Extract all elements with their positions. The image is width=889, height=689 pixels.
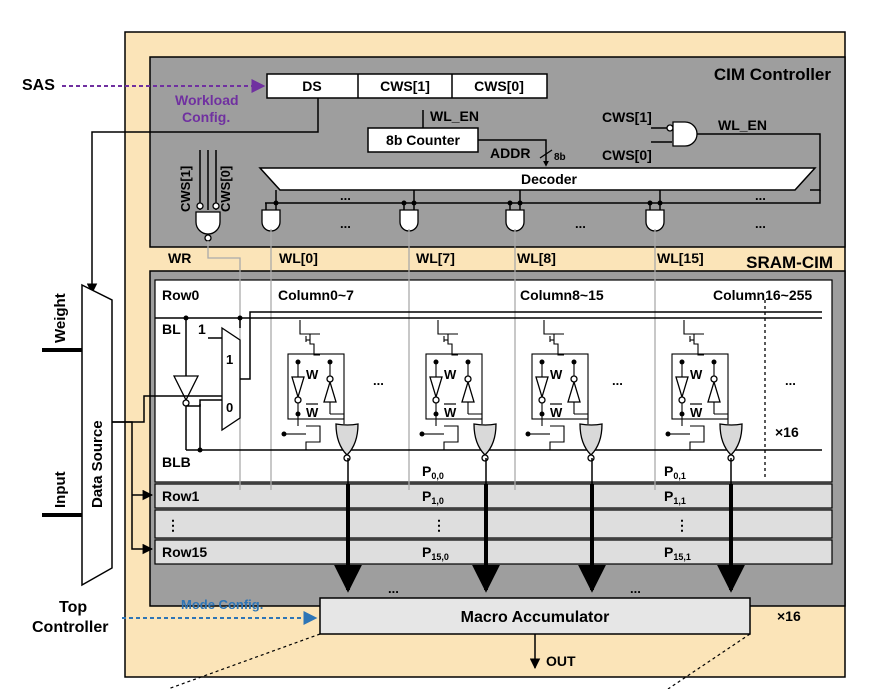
cim-controller-title: CIM Controller <box>714 65 831 84</box>
decoder-label: Decoder <box>521 171 578 187</box>
workload-config-label-2: Config. <box>182 109 230 125</box>
wl-en-and-gate <box>672 121 698 147</box>
data-source-label: Data Source <box>89 420 106 508</box>
cell-ellipsis-2: ... <box>612 373 623 388</box>
wl-ellipsis-3: ... <box>755 216 766 231</box>
wl-en-counter-label: WL_EN <box>430 108 479 124</box>
column-group-b: Column8~15 <box>520 287 604 303</box>
cell-ellipsis-1: ... <box>373 373 384 388</box>
input-label: Input <box>52 471 69 508</box>
cws1-field: CWS[1] <box>380 78 430 94</box>
wl-and-gates <box>261 190 665 232</box>
wr-label: WR <box>168 250 191 266</box>
svg-text:P15,0: P15,0 <box>422 544 449 562</box>
x16-cells: ×16 <box>775 424 799 440</box>
wl-en-gate-output-label: WL_EN <box>718 117 767 133</box>
svg-text:P15,1: P15,1 <box>664 544 691 562</box>
wl-ellipsis-2: ... <box>575 216 586 231</box>
and-cws0-label: CWS[0] <box>602 147 652 163</box>
wl7-label: WL[7] <box>416 250 455 266</box>
config-register <box>266 73 548 99</box>
macro-accumulator-label: Macro Accumulator <box>461 609 610 626</box>
top-controller-label-1: Top <box>59 599 87 616</box>
row-ellipsis <box>154 509 833 539</box>
column-group-c: Column16~255 <box>713 287 812 303</box>
ds-control-wire <box>86 98 319 295</box>
row-vdots-3: ⋮ <box>675 517 689 533</box>
sas-label: SAS <box>22 77 55 94</box>
addr-bits-label: 8b <box>554 152 566 163</box>
svg-text:P1,0: P1,0 <box>422 488 444 506</box>
svg-text:P1,1: P1,1 <box>664 488 686 506</box>
p-labels: P0,0 P0,1 P1,0 P1,1 P15,0 P15,1 <box>422 463 691 562</box>
wr-gate-cws0: CWS[0] <box>218 166 233 212</box>
wr-gate-cws1: CWS[1] <box>178 166 193 212</box>
decoder-ellipsis-2: ... <box>755 188 766 203</box>
decoder-ellipsis-1: ... <box>340 188 351 203</box>
data-source-mux <box>81 283 113 587</box>
blb-label: BLB <box>162 454 191 470</box>
top-controller-label-2: Controller <box>32 619 108 636</box>
ds-field: DS <box>302 78 321 94</box>
mux-in0: 0 <box>226 400 233 415</box>
acc-ellipsis-2: ... <box>630 581 641 596</box>
partial-sum-wires <box>334 458 745 593</box>
wl15-label: WL[15] <box>657 250 704 266</box>
column-group-a: Column0~7 <box>278 287 354 303</box>
row1-label: Row1 <box>162 488 200 504</box>
acc-ellipsis-1: ... <box>388 581 399 596</box>
and-cws1-label: CWS[1] <box>602 109 652 125</box>
wl8-label: WL[8] <box>517 250 556 266</box>
mode-config-label: Mode Config. <box>181 597 263 612</box>
svg-text:P0,0: P0,0 <box>422 463 444 481</box>
row-vdots-2: ⋮ <box>432 517 446 533</box>
addr-label: ADDR <box>490 145 530 161</box>
macro-accumulator <box>319 597 751 635</box>
wl-ellipsis-1: ... <box>340 216 351 231</box>
sram-cim-title: SRAM-CIM <box>746 253 833 272</box>
decoder-block <box>258 167 817 191</box>
counter-label: 8b Counter <box>386 132 460 148</box>
svg-text:P0,1: P0,1 <box>664 463 686 481</box>
workload-config-label-1: Workload <box>175 92 239 108</box>
wl0-label: WL[0] <box>279 250 318 266</box>
wr-gate <box>195 211 221 235</box>
cell-ellipsis-3: ... <box>785 373 796 388</box>
row-vdots-1: ⋮ <box>166 517 180 533</box>
bl-label: BL <box>162 321 181 337</box>
one-input-label: 1 <box>198 321 206 337</box>
row1 <box>154 483 833 509</box>
weight-label: Weight <box>52 293 69 343</box>
out-label: OUT <box>546 653 576 669</box>
x16-accumulator: ×16 <box>777 608 801 624</box>
row15-label: Row15 <box>162 544 207 560</box>
row15 <box>154 539 833 565</box>
cws0-field: CWS[0] <box>474 78 524 94</box>
row0-array <box>154 279 833 483</box>
row0-label: Row0 <box>162 287 200 303</box>
mux-in1: 1 <box>226 352 233 367</box>
